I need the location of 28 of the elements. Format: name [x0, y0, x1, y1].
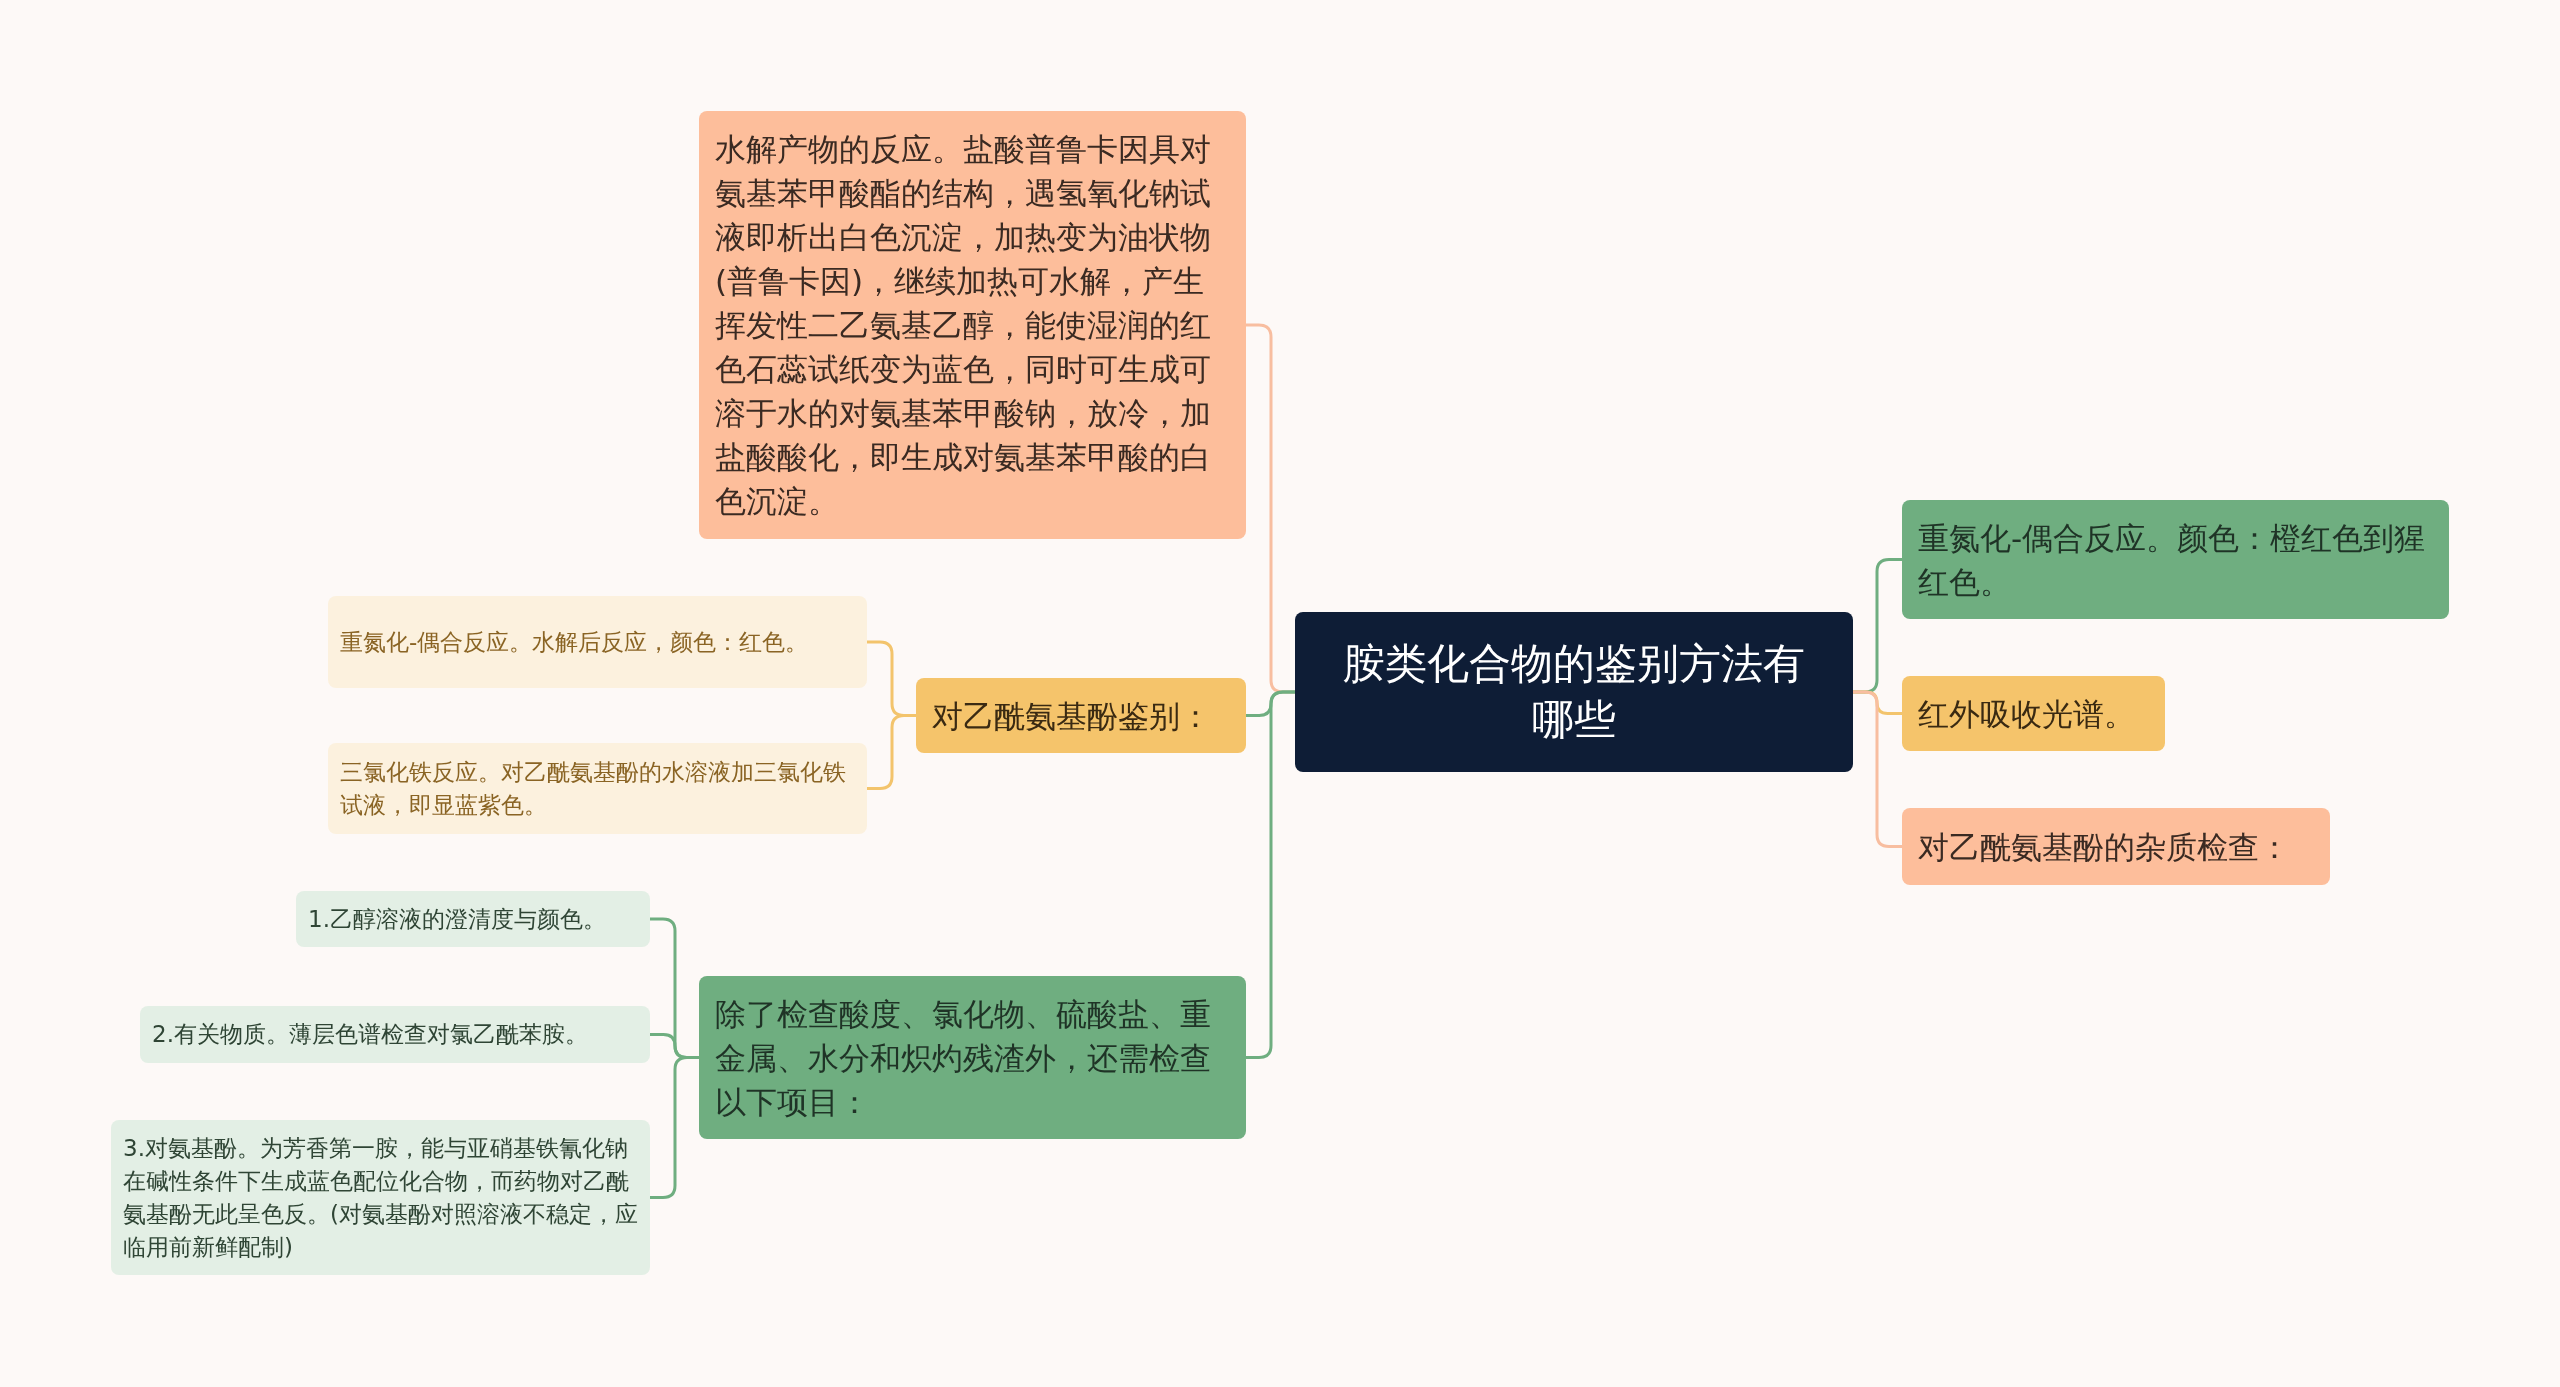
topic-box	[140, 1006, 650, 1063]
connector-line	[1246, 690, 1295, 1059]
node-text: 三氯化铁反应。对乙酰氨基酚的水溶液加三氯化铁试液，即显蓝紫色。	[340, 757, 847, 820]
node-text: 重氮化-偶合反应。颜色：橙红色到猩红色。	[1918, 518, 2427, 602]
node-text: 除了检查酸度、氯化物、硫酸盐、重金属、水分和炽灼残渣外，还需检查以下项目：	[715, 994, 1212, 1122]
node-text: 重氮化-偶合反应。水解后反应，颜色：红色。	[340, 627, 809, 657]
topic-box	[1902, 500, 2449, 619]
node-text: 3.对氨基酚。为芳香第一胺，能与亚硝基铁氰化钠在碱性条件下生成蓝色配位化合物，而药物对乙酰氨基酚无此呈色反。(对氨基酚对照溶液不稳定，应临用前新鲜配制)	[123, 1133, 638, 1262]
topic-box	[1902, 676, 2165, 751]
topic-box	[111, 1120, 650, 1275]
topic-box	[1902, 808, 2330, 885]
central-topic-box	[1295, 612, 1853, 772]
topic-box	[328, 596, 867, 688]
topic-box	[328, 743, 867, 834]
node-text: 2.有关物质。薄层色谱检查对氯乙酰苯胺。	[152, 1020, 588, 1049]
node-text: 胺类化合物的鉴别方法有哪些	[1342, 638, 1806, 746]
node-text: 对乙酰氨基酚鉴别：	[932, 696, 1211, 736]
node-text: 水解产物的反应。盐酸普鲁卡因具对氨基苯甲酸酯的结构，遇氢氧化钠试液即析出白色沉淀，加热变为油状物(普鲁卡因)，继续加热可水解，产生挥发性二乙氨基乙醇，能使湿润的红色石蕊试纸变为蓝色，同时可生成可溶于水的对氨基苯甲酸钠，放冷，加盐酸酸化，即生成对氨基苯甲酸的白色沉淀。	[715, 130, 1212, 521]
node-text: 红外吸收光谱。	[1918, 694, 2135, 734]
connector-line	[1853, 690, 1902, 848]
connector-line	[650, 1056, 699, 1199]
node-text: 1.乙醇溶液的澄清度与颜色。	[308, 904, 606, 934]
connector-line	[867, 714, 916, 790]
topic-box	[699, 976, 1246, 1139]
topic-box	[699, 111, 1246, 539]
topic-box	[916, 678, 1246, 753]
node-text: 对乙酰氨基酚的杂质检查：	[1918, 827, 2290, 867]
topic-box	[296, 891, 650, 947]
